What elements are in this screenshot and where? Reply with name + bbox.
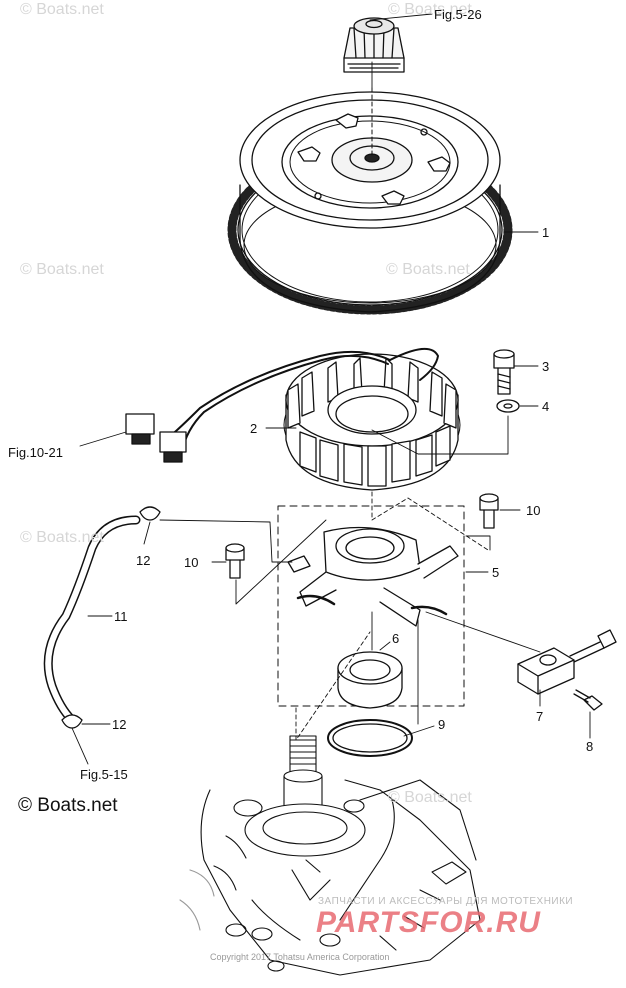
hose-11 [43,515,141,725]
oil-seal-6 [337,651,403,709]
brand-tagline: ЗАПЧАСТИ И АКСЕССУАРЫ ДЛЯ МОТОТЕХНИКИ [318,896,574,907]
callout-2: 2 [250,421,258,436]
washer-4 [496,399,520,413]
callout-6: 6 [392,631,400,646]
clamp-12-top [139,506,161,521]
corner-watermark: © Boats.net [18,795,118,816]
callout-4: 4 [542,399,550,414]
watermark-text: © Boats.net [20,261,104,278]
stator [125,348,461,491]
engine-block [179,735,481,976]
flywheel [227,87,513,315]
clamp-12-bottom [61,714,83,729]
bolt-8 [573,689,603,711]
bolt-10-left [225,543,245,579]
callout-10-right: 10 [526,503,541,518]
callout-12-bottom: 12 [112,717,127,732]
o-ring-9 [327,719,413,757]
watermark-text: © Boats.net [388,789,472,806]
callout-1: 1 [542,225,550,240]
callout-5: 5 [492,565,500,580]
callout-9: 9 [438,717,446,732]
callout-7: 7 [536,709,544,724]
flywheel-nut [343,17,405,73]
watermark-text: © Boats.net [20,1,104,18]
callout-8: 8 [586,739,594,754]
copyright: Copyright 2017 Tohatsu America Corporati… [210,952,390,962]
fig-ref-top: Fig.5-26 [434,7,482,22]
callout-11: 11 [114,609,128,624]
callout-10-left: 10 [184,555,199,570]
fig-ref-left: Fig.10-21 [8,445,63,460]
callout-3: 3 [542,359,550,374]
watermark-text: © Boats.net [386,261,470,278]
pulser-bracket-5 [277,505,465,707]
fig-ref-bottom: Fig.5-15 [80,767,128,782]
brand-logo: PARTSFOR.RU [316,906,541,939]
pulser-coil-7 [517,629,617,695]
callout-12-top: 12 [136,553,151,568]
bolt-10-right [479,493,499,529]
bolt-3 [493,349,515,395]
leader-lines [71,13,591,765]
watermark-text: © Boats.net [388,1,472,18]
watermark-text: © Boats.net [20,529,104,546]
